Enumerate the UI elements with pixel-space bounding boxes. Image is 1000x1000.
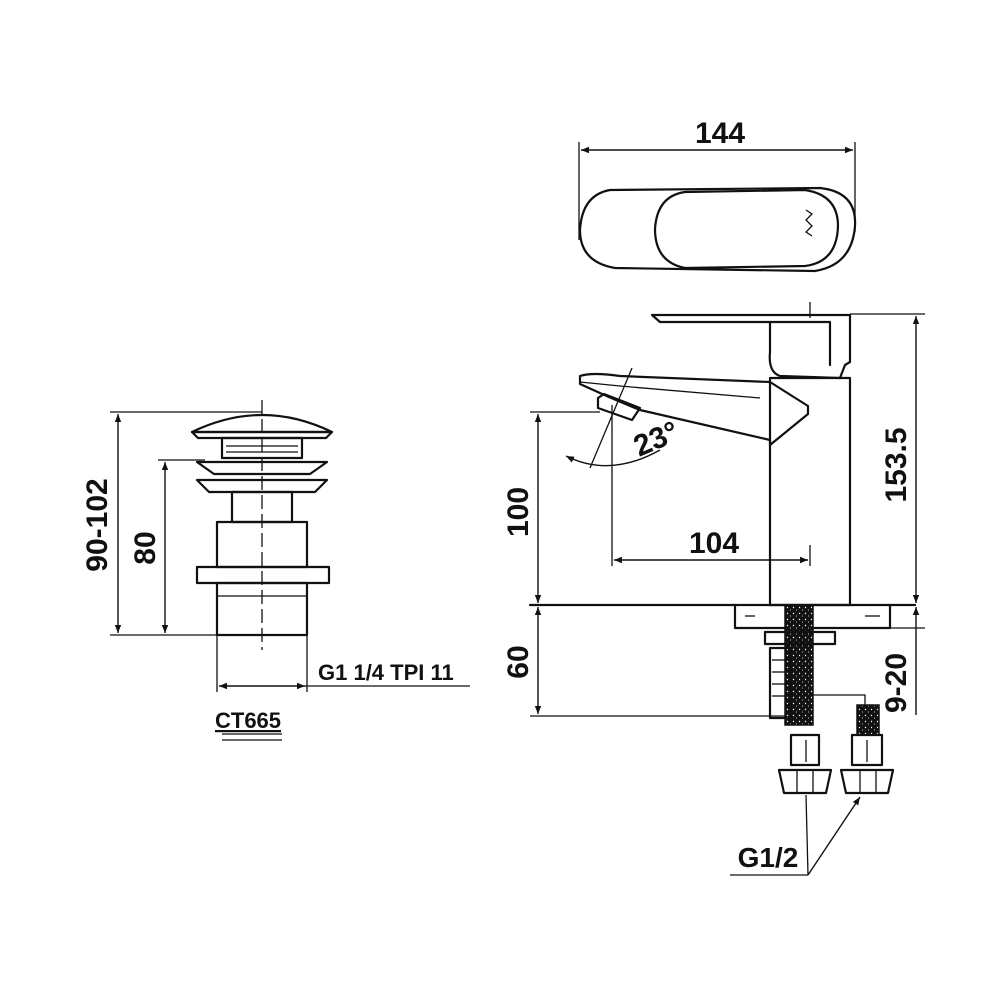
angle-ref-line (589, 367, 633, 469)
leader-right (807, 796, 861, 876)
dim-label-9-20: 9-20 (880, 653, 913, 713)
dim-9-20: 9-20 (880, 607, 925, 715)
dim-label-100: 100 (502, 487, 535, 537)
dim-label-80: 80 (129, 531, 162, 564)
dim-label-104: 104 (689, 527, 739, 560)
dim-153-5: 153.5 (850, 313, 925, 603)
inlet-thread-label: G1/2 (738, 842, 799, 873)
dim-104: 104 (611, 405, 811, 566)
inlet-label: G1/2 (730, 794, 861, 876)
dim-label-144: 144 (695, 117, 745, 150)
dim-drain-thread: G1 1/4 TPI 11 (219, 660, 470, 690)
aerator (596, 392, 642, 422)
lever-inner-edge (768, 320, 832, 367)
dim-label-60: 60 (502, 645, 535, 678)
dim-label-90-102: 90-102 (81, 478, 114, 571)
faucet-side-view (528, 302, 917, 795)
drain-flange (195, 478, 329, 494)
spout-inner-line (579, 381, 761, 399)
angle-arc (565, 449, 661, 467)
faucet-top-view: 144 (578, 117, 857, 273)
dim-80: 80 (129, 459, 205, 633)
top-logo-mark (804, 209, 814, 237)
model-label: CT665 (215, 708, 282, 741)
drain-thread-label: G1 1/4 TPI 11 (318, 660, 454, 685)
fitting-right-nut (839, 768, 895, 795)
hose-right-route (813, 694, 866, 705)
fitting-left-nut (777, 768, 833, 795)
fitting-right-body (850, 733, 884, 767)
leader-left (805, 794, 809, 876)
faucet-body (768, 376, 852, 607)
drain-tailpiece (215, 581, 309, 637)
top-body-outline (578, 186, 857, 273)
drain-cap (190, 414, 334, 434)
mounting-nut (763, 630, 837, 646)
drain-lock-nut (195, 565, 331, 585)
dim-100: 100 (502, 411, 600, 603)
top-handle-outline (653, 188, 840, 270)
dim-label-153-5: 153.5 (880, 427, 913, 502)
drain-cap-rim (190, 430, 334, 440)
model-code: CT665 (215, 708, 281, 733)
fitting-left-body (789, 733, 821, 767)
dim-90-102: 90-102 (81, 411, 262, 636)
drain-view (190, 400, 334, 692)
dim-60: 60 (502, 607, 785, 717)
hose-right (856, 704, 880, 736)
spout (578, 372, 810, 447)
drain-flange-top (195, 460, 329, 476)
drain-cap-stem (220, 436, 304, 460)
lever-handle (650, 313, 852, 380)
angle-label: 23° (629, 415, 684, 463)
threaded-stud (768, 646, 792, 720)
